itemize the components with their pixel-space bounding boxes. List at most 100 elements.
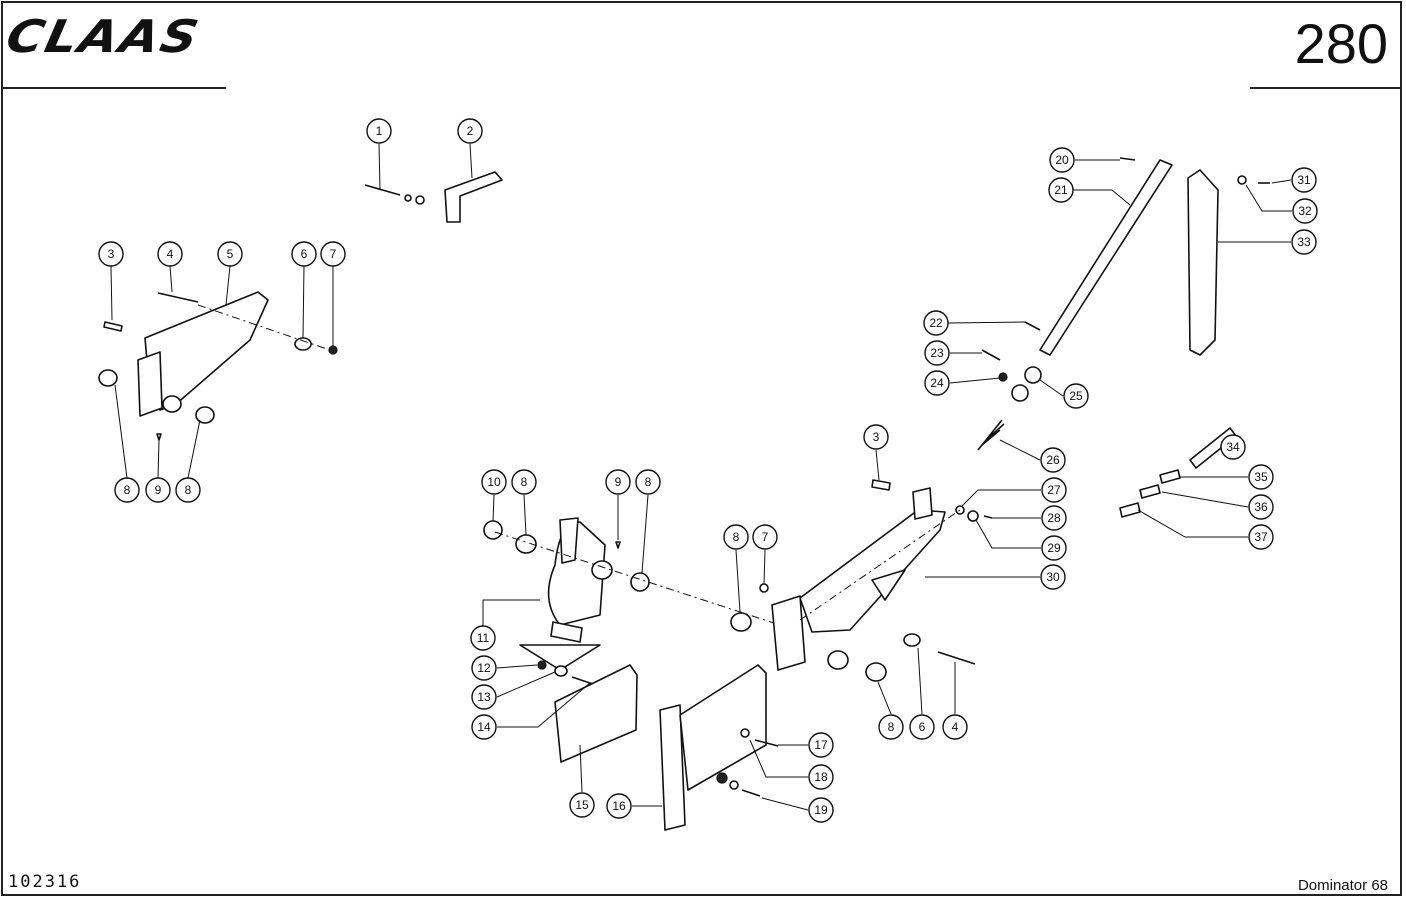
- callout[interactable]: 12: [471, 655, 497, 681]
- drawing-number: 102316: [8, 872, 82, 892]
- part-link-35: [1159, 469, 1181, 484]
- part-plate-5: [137, 351, 163, 417]
- callout[interactable]: 6: [909, 714, 935, 740]
- part-arm-30: [799, 509, 946, 633]
- callout[interactable]: 11: [470, 625, 496, 651]
- callout-label: 12: [477, 661, 491, 675]
- callout-label: 30: [1046, 570, 1060, 584]
- part-bush-8e: [630, 572, 650, 592]
- callout-label: 8: [124, 483, 131, 497]
- callout-label: 26: [1046, 453, 1060, 467]
- callout[interactable]: 30: [1040, 564, 1066, 590]
- callout-label: 8: [645, 475, 652, 489]
- callout[interactable]: 3: [98, 241, 124, 267]
- callout[interactable]: 19: [808, 797, 834, 823]
- callout-label: 32: [1298, 204, 1312, 218]
- callout[interactable]: 8: [635, 469, 661, 495]
- callout[interactable]: 10: [481, 469, 507, 495]
- part-hub-11: [591, 560, 613, 580]
- callout[interactable]: 14: [471, 714, 497, 740]
- part-pin-22: [1024, 321, 1041, 331]
- callout[interactable]: 33: [1291, 229, 1317, 255]
- part-nut-19: [716, 772, 728, 784]
- callout[interactable]: 34: [1220, 434, 1246, 460]
- callout[interactable]: 28: [1041, 505, 1067, 531]
- callout-label: 5: [227, 247, 234, 261]
- callout[interactable]: 36: [1248, 494, 1274, 520]
- callout[interactable]: 7: [320, 241, 346, 267]
- part-washer-32: [1237, 175, 1247, 185]
- callout[interactable]: 32: [1292, 198, 1318, 224]
- part-bush-8a: [98, 369, 118, 387]
- part-nut-24: [998, 372, 1008, 382]
- callout-label: 20: [1055, 153, 1069, 167]
- callout[interactable]: 2: [457, 118, 483, 144]
- part-bush-10: [483, 520, 503, 540]
- callout-label: 6: [301, 247, 308, 261]
- part-bush-8b: [162, 395, 182, 413]
- part-triangle-30: [871, 569, 906, 601]
- part-post-16: [659, 704, 686, 831]
- callout[interactable]: 8: [175, 477, 201, 503]
- callout[interactable]: 9: [145, 477, 171, 503]
- part-bolt-23: [981, 349, 1001, 361]
- part-block-11: [550, 621, 583, 643]
- part-plate-16: [679, 664, 767, 791]
- callout-label: 10: [487, 475, 501, 489]
- axis-right: [799, 509, 961, 621]
- callout[interactable]: 4: [157, 241, 183, 267]
- part-plate-37: [1119, 502, 1141, 518]
- callout[interactable]: 5: [217, 241, 243, 267]
- callout-label: 29: [1047, 541, 1061, 555]
- callout[interactable]: 13: [471, 684, 497, 710]
- part-nut-7-right: [759, 583, 769, 593]
- part-bush-8c: [195, 406, 215, 424]
- part-washer-18: [740, 728, 750, 738]
- part-nut-12: [537, 660, 547, 670]
- callout-label: 18: [814, 770, 828, 784]
- part-washer-1: [404, 194, 412, 202]
- part-grease-9-left: [156, 433, 162, 441]
- part-link-36: [1139, 484, 1161, 499]
- callout[interactable]: 18: [808, 764, 834, 790]
- callout[interactable]: 16: [606, 793, 632, 819]
- callout[interactable]: 22: [923, 310, 949, 336]
- callout[interactable]: 31: [1291, 167, 1317, 193]
- callout-label: 37: [1254, 530, 1268, 544]
- callout-label: 35: [1254, 470, 1268, 484]
- callout-label: 23: [930, 346, 944, 360]
- callout[interactable]: 17: [808, 732, 834, 758]
- callout[interactable]: 3: [863, 424, 889, 450]
- callout[interactable]: 8: [511, 469, 537, 495]
- callout[interactable]: 24: [924, 370, 950, 396]
- callout[interactable]: 1: [366, 118, 392, 144]
- callout[interactable]: 29: [1041, 535, 1067, 561]
- callout[interactable]: 8: [723, 524, 749, 550]
- callout-label: 21: [1054, 183, 1068, 197]
- callout[interactable]: 35: [1248, 464, 1274, 490]
- callout-label: 25: [1069, 389, 1083, 403]
- part-bolt-19: [741, 789, 761, 797]
- callout[interactable]: 6: [291, 241, 317, 267]
- part-bolt-20: [1119, 157, 1136, 161]
- callout[interactable]: 20: [1049, 147, 1075, 173]
- callout[interactable]: 9: [605, 469, 631, 495]
- callout[interactable]: 4: [942, 714, 968, 740]
- callout[interactable]: 21: [1048, 177, 1074, 203]
- header-rule-left: [2, 87, 226, 89]
- callout[interactable]: 27: [1041, 477, 1067, 503]
- callout[interactable]: 23: [924, 340, 950, 366]
- callout[interactable]: 25: [1063, 383, 1089, 409]
- callout[interactable]: 15: [569, 792, 595, 818]
- callout[interactable]: 8: [878, 714, 904, 740]
- callout-label: 16: [612, 799, 626, 813]
- callout[interactable]: 7: [752, 524, 778, 550]
- callout[interactable]: 26: [1040, 447, 1066, 473]
- callout-label: 19: [814, 803, 828, 817]
- callout[interactable]: 8: [114, 477, 140, 503]
- part-sleeve-6-right: [903, 633, 921, 647]
- callout[interactable]: 37: [1248, 524, 1274, 550]
- part-sleeve-13: [554, 665, 568, 677]
